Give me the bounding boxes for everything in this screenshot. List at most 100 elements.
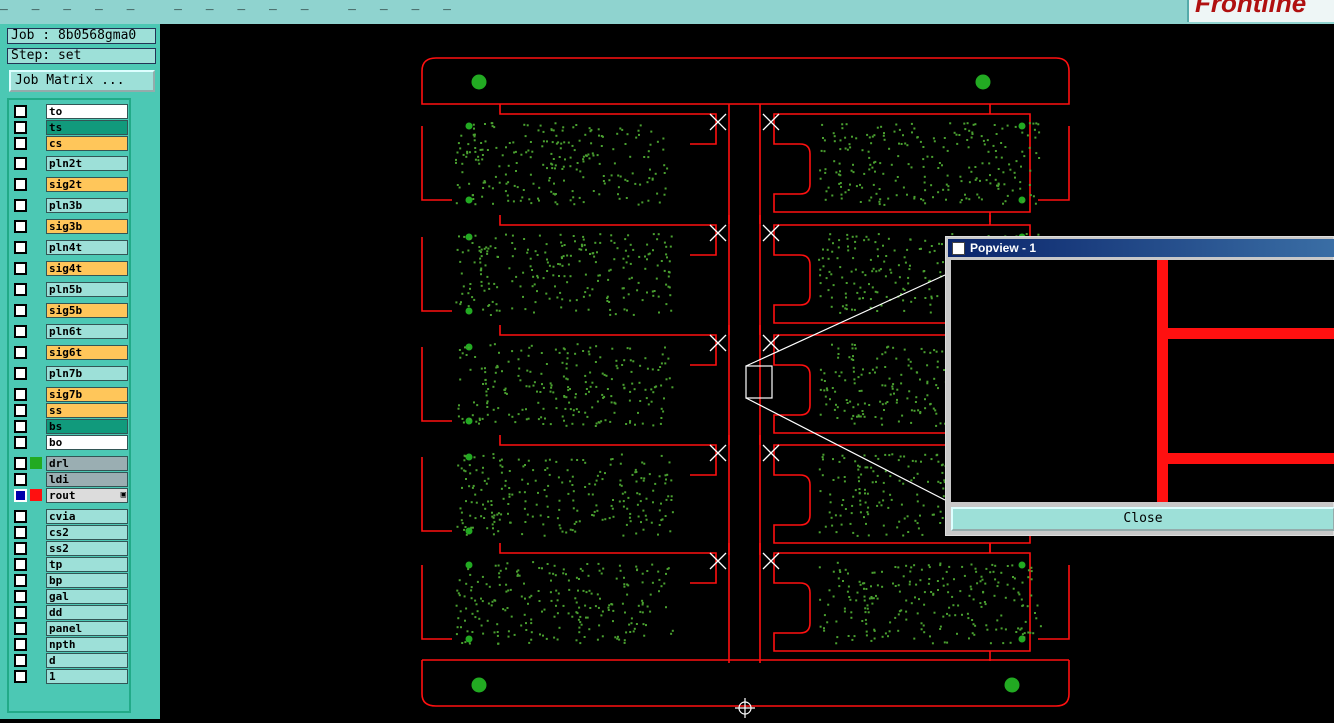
- pcb-pad-dot: [603, 182, 606, 185]
- pcb-pad-dot: [882, 134, 885, 137]
- layer-row-sig7b[interactable]: sig7b: [11, 387, 129, 402]
- layer-checkbox[interactable]: [14, 542, 27, 555]
- layer-row-ldi[interactable]: ldi: [11, 472, 129, 487]
- layer-row-sig2t[interactable]: sig2t: [11, 177, 129, 192]
- layer-checkbox[interactable]: [14, 420, 27, 433]
- layer-row-cs2[interactable]: cs2: [11, 525, 129, 540]
- pcb-pad-dot: [665, 606, 667, 609]
- job-matrix-button[interactable]: Job Matrix ...: [9, 70, 155, 92]
- pcb-pad-dot: [903, 289, 906, 291]
- layer-row-drl[interactable]: drl: [11, 456, 129, 471]
- layer-checkbox[interactable]: [14, 105, 27, 118]
- layer-row-pln4t[interactable]: pln4t: [11, 240, 129, 255]
- pcb-pad-dot: [588, 628, 591, 631]
- layer-checkbox[interactable]: [14, 622, 27, 635]
- layer-row-npth[interactable]: npth: [11, 637, 129, 652]
- layer-row-tp[interactable]: tp: [11, 557, 129, 572]
- layer-row-sig4t[interactable]: sig4t: [11, 261, 129, 276]
- layer-row-dd[interactable]: dd: [11, 605, 129, 620]
- layer-row-ss[interactable]: ss: [11, 403, 129, 418]
- pcb-pad-dot: [1015, 631, 1018, 633]
- layer-checkbox[interactable]: [14, 457, 27, 470]
- pcb-pad-dot: [582, 201, 585, 204]
- layer-checkbox[interactable]: [14, 241, 27, 254]
- pcb-pad-dot: [589, 371, 592, 374]
- layer-row-gal[interactable]: gal: [11, 589, 129, 604]
- layer-checkbox[interactable]: [14, 489, 27, 502]
- pcb-pad-dot: [622, 534, 625, 537]
- pcb-pad-dot: [498, 518, 501, 521]
- pcb-pad-dot: [641, 599, 644, 602]
- layer-checkbox[interactable]: [14, 199, 27, 212]
- layer-row-sig5b[interactable]: sig5b: [11, 303, 129, 318]
- pcb-pad-dot: [966, 612, 969, 615]
- layer-row-panel[interactable]: panel: [11, 621, 129, 636]
- layer-checkbox[interactable]: [14, 367, 27, 380]
- pcb-pad-dot: [907, 358, 910, 361]
- layer-checkbox[interactable]: [14, 325, 27, 338]
- zoomed-route-horizontal-top: [1157, 328, 1334, 339]
- layer-checkbox[interactable]: [14, 670, 27, 683]
- pcb-pad-dot: [874, 454, 877, 457]
- pcb-pad-dot: [873, 628, 876, 631]
- pcb-panel-view[interactable]: [160, 24, 1334, 719]
- pcb-pad-dot: [819, 169, 822, 172]
- layer-checkbox[interactable]: [14, 473, 27, 486]
- layer-row-sig6t[interactable]: sig6t: [11, 345, 129, 360]
- layer-checkbox[interactable]: [14, 346, 27, 359]
- pcb-pad-dot: [579, 642, 582, 645]
- layer-checkbox[interactable]: [14, 178, 27, 191]
- layer-checkbox[interactable]: [14, 304, 27, 317]
- pcb-pad-dot: [928, 288, 931, 291]
- layer-checkbox[interactable]: [14, 526, 27, 539]
- layer-checkbox[interactable]: [14, 121, 27, 134]
- popview-title-bar[interactable]: Popview - 1: [948, 239, 1334, 257]
- layer-row-to[interactable]: to: [11, 104, 129, 119]
- pcb-pad-dot: [887, 635, 889, 638]
- window-icon: [952, 242, 965, 255]
- pcb-pad-dot: [935, 412, 938, 415]
- layer-row-d[interactable]: d: [11, 653, 129, 668]
- layer-checkbox[interactable]: [14, 638, 27, 651]
- pcb-pad-dot: [572, 196, 575, 199]
- layer-row-cs[interactable]: cs: [11, 136, 129, 151]
- layer-checkbox[interactable]: [14, 558, 27, 571]
- layer-row-ss2[interactable]: ss2: [11, 541, 129, 556]
- layer-checkbox[interactable]: [14, 388, 27, 401]
- layer-checkbox[interactable]: [14, 404, 27, 417]
- pcb-pad-dot: [601, 372, 604, 375]
- close-button[interactable]: Close: [951, 507, 1334, 531]
- layer-row-pln5b[interactable]: pln5b: [11, 282, 129, 297]
- pcb-pad-dot: [897, 420, 900, 423]
- pcb-pad-dot: [599, 470, 602, 473]
- pcb-pad-dot: [872, 597, 875, 600]
- layer-checkbox[interactable]: [14, 262, 27, 275]
- layer-row-bo[interactable]: bo: [11, 435, 129, 450]
- layer-checkbox[interactable]: [14, 606, 27, 619]
- layer-row-ts[interactable]: ts: [11, 120, 129, 135]
- layer-row-pln3b[interactable]: pln3b: [11, 198, 129, 213]
- layer-row-cvia[interactable]: cvia: [11, 509, 129, 524]
- pcb-pad-dot: [475, 420, 478, 423]
- layer-checkbox[interactable]: [14, 654, 27, 667]
- layer-row-bs[interactable]: bs: [11, 419, 129, 434]
- layer-checkbox[interactable]: [14, 283, 27, 296]
- layer-checkbox[interactable]: [14, 574, 27, 587]
- layer-row-pln2t[interactable]: pln2t: [11, 156, 129, 171]
- layer-row-rout[interactable]: rout▣: [11, 488, 129, 503]
- layer-checkbox[interactable]: [14, 157, 27, 170]
- pcb-pad-dot: [818, 468, 821, 471]
- layer-checkbox[interactable]: [14, 510, 27, 523]
- popview-zoom-area[interactable]: [951, 260, 1334, 502]
- layer-checkbox[interactable]: [14, 220, 27, 233]
- layer-row-pln7b[interactable]: pln7b: [11, 366, 129, 381]
- layer-row-pln6t[interactable]: pln6t: [11, 324, 129, 339]
- layer-row-sig3b[interactable]: sig3b: [11, 219, 129, 234]
- layer-row-bp[interactable]: bp: [11, 573, 129, 588]
- pcb-pad-dot: [941, 243, 943, 246]
- layer-row-1[interactable]: 1: [11, 669, 129, 684]
- layer-checkbox[interactable]: [14, 590, 27, 603]
- layer-checkbox[interactable]: [14, 436, 27, 449]
- pcb-pad-dot: [508, 487, 511, 489]
- layer-checkbox[interactable]: [14, 137, 27, 150]
